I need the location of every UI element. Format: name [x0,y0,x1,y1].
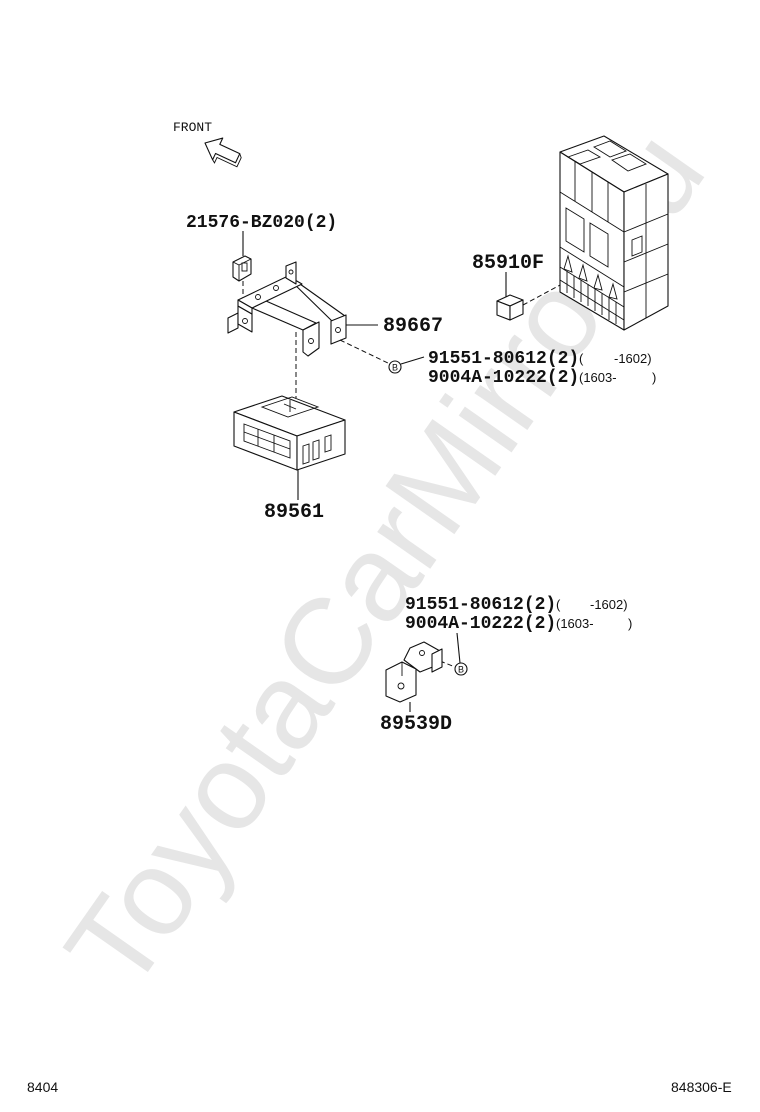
fastener-marker-label: B [392,363,398,373]
lower-bracket-side-tab [431,648,443,673]
module-slot [302,443,310,465]
junction-block-relay-socket [565,207,585,253]
junction-block-socket [592,140,628,158]
bracket-left-tab [227,312,239,334]
fastener-leader-line [456,632,461,664]
fastener-marker-circle [454,662,468,676]
fastener-marker-circle [388,360,402,374]
junction-block-band [559,246,625,288]
junction-block-socket [566,149,602,165]
clip-drawing [232,255,252,282]
fastener-range-close: -1602) [590,597,628,612]
module-slot [312,439,320,461]
bracket-hole [255,294,261,300]
clip-part-number: 21576-BZ020(2) [186,213,337,233]
page-number: 8404 [27,1079,58,1095]
fastener-guide-line [339,339,391,365]
lower-bracket-vertical-plate [385,661,417,703]
bracket-hole [242,318,248,324]
fastener-part-number: 9004A-10222(2) [428,368,579,388]
lower-bracket-hole [419,650,425,656]
relay-side-face [509,299,524,321]
module-connector [243,423,291,459]
fastener-range-open: ( [556,597,561,612]
fastener-leader-line [400,356,425,365]
module-part-number: 89561 [264,501,324,524]
front-arrow-shadow [212,153,242,168]
junction-block-terminal [563,254,573,273]
junction-block-band [559,279,625,321]
relay-drawing [496,294,524,321]
lower-bracket-part-number: 89539D [380,713,452,736]
fastener-part-number: 9004A-10222(2) [405,614,556,634]
fastener-range-open: ( [579,351,584,366]
front-arrow-outline [204,137,241,164]
bracket-right-flange [330,314,347,345]
junction-block-band [559,266,625,308]
bracket-vertical-tab [285,261,297,285]
bracket-upper-plate-edge [237,299,253,315]
lower-bracket-hole [397,682,405,690]
module-drawing [233,395,346,471]
bracket-lower-flange [302,321,320,357]
fastener-range-open: (1603- [556,616,594,631]
relay-part-number: 85910F [472,252,544,275]
fastener-range-close: -1602) [614,351,652,366]
module-slot [324,434,332,453]
fastener-range-close: ) [628,616,632,631]
module-connector-divider [243,431,291,450]
fastener-range-open: (1603- [579,370,617,385]
front-label: FRONT [173,120,212,135]
junction-block-relay-socket [589,222,609,268]
junction-block-drawing [559,135,669,331]
junction-block-terminal [593,273,603,291]
fastener-part-number: 91551-80612(2) [405,595,556,615]
bracket-hole [335,327,341,333]
bracket-hole [288,269,294,275]
diagram-id: 848306-E [671,1079,732,1095]
junction-block-terminal [578,263,588,282]
relay-guide-line [522,283,563,306]
fastener-part-number: 91551-80612(2) [428,349,579,369]
bracket-hole [273,285,279,291]
upper-bracket-part-number: 89667 [383,315,443,338]
upper-bracket-drawing [227,261,347,357]
clip-slot [241,262,248,272]
fastener-range-close: ) [652,370,656,385]
module-label-area [260,396,320,418]
junction-block-socket [611,153,647,172]
bracket-hole [308,338,314,344]
front-arrow-icon [204,137,242,168]
junction-block-side-socket [631,235,643,257]
lower-bracket-drawing [385,641,443,703]
junction-block-terminal [608,282,618,300]
bracket-cross-rail [251,300,317,331]
fastener-marker-label: B [458,665,464,675]
